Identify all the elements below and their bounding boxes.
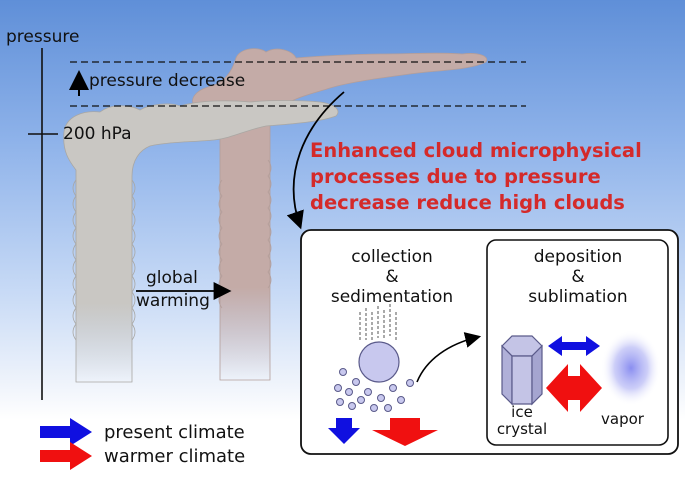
transfer-arrow — [416, 332, 482, 383]
present-exchange-arrow — [548, 336, 600, 356]
collection-title-line-2: & — [385, 267, 399, 287]
legend-present-arrow — [40, 418, 92, 446]
collection-title-line-3: sedimentation — [330, 287, 454, 307]
legend-warmer-arrow — [40, 442, 92, 470]
deposition-title-line-3: sublimation — [528, 287, 628, 307]
vapor-label: vapor — [601, 410, 644, 428]
deposition-title: deposition & sublimation — [494, 247, 662, 307]
axis-label: pressure — [6, 27, 80, 47]
global-warming-label-1: global — [146, 268, 198, 288]
legend-present-label: present climate — [104, 422, 245, 443]
headline-line-2: processes due to pressure — [310, 165, 601, 188]
warmer-down-arrow — [372, 418, 438, 446]
global-warming-label-2: warming — [136, 291, 210, 311]
small-particles — [334, 368, 414, 412]
pressure-decrease-label: pressure decrease — [89, 71, 246, 91]
fall-streaks — [359, 304, 397, 342]
ice-crystal-label-line-2: crystal — [496, 420, 548, 438]
warmer-exchange-arrow — [546, 364, 602, 412]
headline-line-3: decrease reduce high clouds — [310, 191, 625, 214]
vapor-blob — [601, 330, 661, 406]
present-down-arrow — [328, 418, 360, 444]
headline-line-1: Enhanced cloud microphysical — [310, 139, 642, 162]
large-ice-particle — [358, 341, 400, 383]
collection-title-line-1: collection — [351, 247, 433, 267]
axis-tick-label: 200 hPa — [63, 124, 132, 144]
ice-crystal-shape — [501, 335, 543, 406]
legend-warmer-label: warmer climate — [104, 446, 246, 467]
ice-crystal-label: ice crystal — [490, 404, 554, 438]
headline: Enhanced cloud microphysical processes d… — [310, 138, 642, 216]
ice-crystal-label-line-1: ice — [511, 403, 533, 421]
deposition-title-line-2: & — [571, 267, 585, 287]
curved-link-arrow — [286, 91, 345, 230]
deposition-title-line-1: deposition — [533, 247, 623, 267]
collection-title: collection & sedimentation — [314, 247, 470, 307]
present-climate-cloud — [63, 100, 339, 383]
